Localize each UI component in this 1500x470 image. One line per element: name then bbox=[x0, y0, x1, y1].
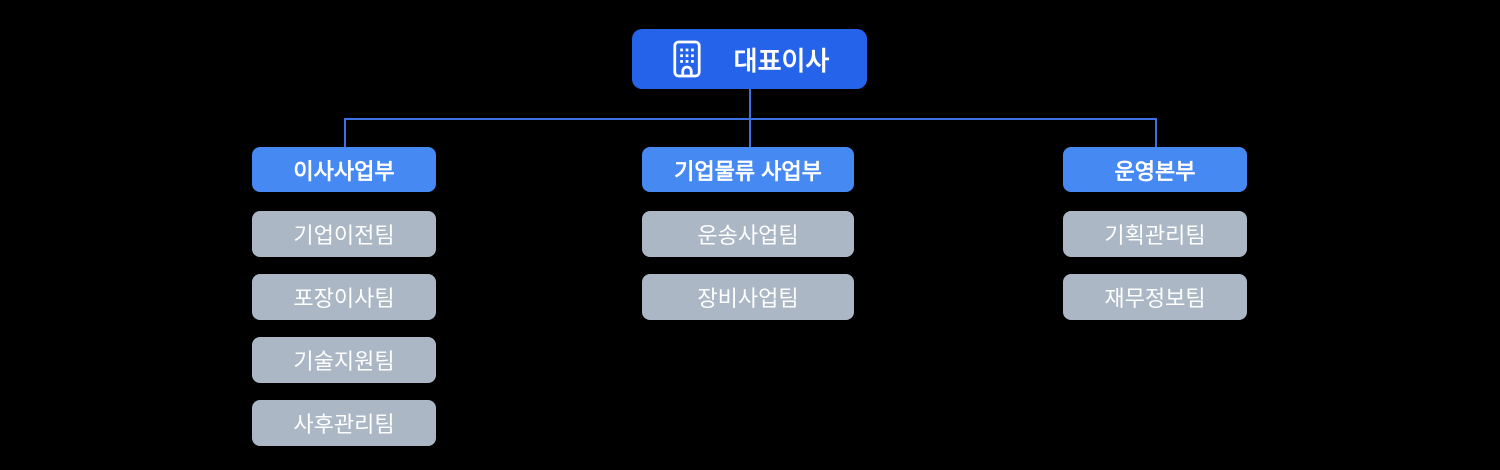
branch-node-2: 기업물류 사업부 bbox=[642, 147, 854, 192]
team-node: 운송사업팀 bbox=[642, 211, 854, 257]
branch-label: 이사사업부 bbox=[293, 158, 395, 184]
team-label: 재무정보팀 bbox=[1104, 286, 1206, 311]
connector-right-vertical bbox=[1155, 118, 1157, 148]
team-label: 운송사업팀 bbox=[697, 223, 799, 248]
team-label: 기술지원팀 bbox=[293, 349, 395, 374]
branch-label: 운영본부 bbox=[1114, 158, 1196, 184]
connector-horizontal bbox=[344, 118, 1156, 120]
team-node: 재무정보팀 bbox=[1063, 274, 1247, 320]
branch-node-1: 이사사업부 bbox=[252, 147, 436, 192]
branch-node-3: 운영본부 bbox=[1063, 147, 1247, 192]
ceo-label: 대표이사 bbox=[733, 45, 830, 76]
connector-left-vertical bbox=[344, 118, 346, 148]
branch-label: 기업물류 사업부 bbox=[674, 158, 822, 184]
team-node: 포장이사팀 bbox=[252, 274, 436, 320]
building-icon bbox=[670, 39, 704, 79]
team-node: 장비사업팀 bbox=[642, 274, 854, 320]
team-label: 사후관리팀 bbox=[293, 412, 395, 437]
team-label: 기업이전팀 bbox=[293, 223, 395, 248]
team-node: 기획관리팀 bbox=[1063, 211, 1247, 257]
team-label: 포장이사팀 bbox=[293, 286, 395, 311]
team-label: 기획관리팀 bbox=[1104, 223, 1206, 248]
team-node: 사후관리팀 bbox=[252, 400, 436, 446]
team-node: 기술지원팀 bbox=[252, 337, 436, 383]
team-node: 기업이전팀 bbox=[252, 211, 436, 257]
ceo-node: 대표이사 bbox=[632, 29, 867, 89]
team-label: 장비사업팀 bbox=[697, 286, 799, 311]
